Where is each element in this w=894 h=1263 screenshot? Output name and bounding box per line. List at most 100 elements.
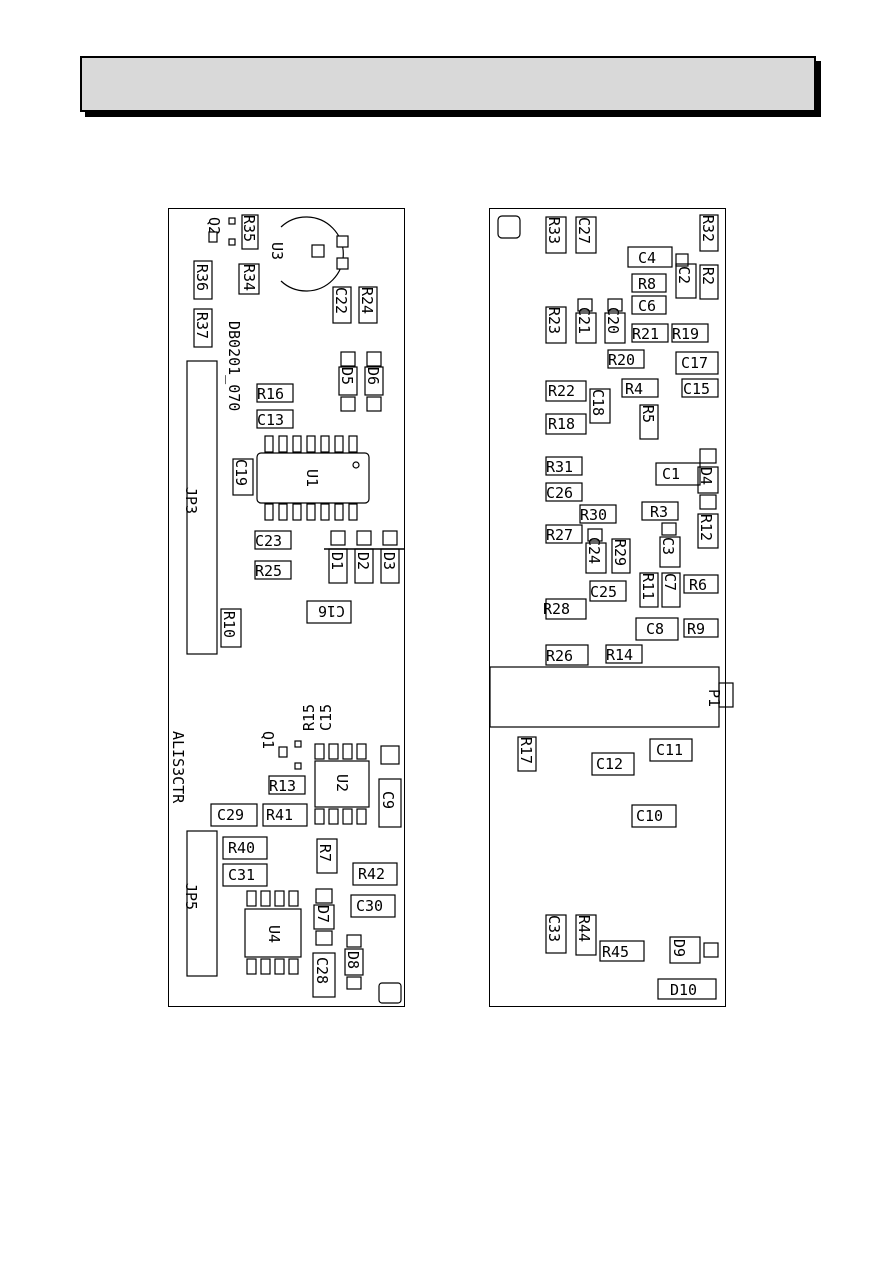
r5-outline xyxy=(639,404,659,440)
r6-outline xyxy=(683,574,719,594)
label-c21: C21 xyxy=(575,307,593,334)
label-r37: R37 xyxy=(193,312,211,339)
label-r16: R16 xyxy=(257,385,284,403)
d6-pad xyxy=(366,351,382,367)
label-c30: C30 xyxy=(356,897,383,915)
r9-outline xyxy=(683,618,719,638)
d8-pad xyxy=(346,976,362,990)
label-d9: D9 xyxy=(670,939,688,957)
label-c9: C9 xyxy=(379,791,397,809)
d5-pad xyxy=(340,396,356,412)
left-board-layout: Q2 R35 U3 R34 R36 R37 C22 R24 DB0201_070… xyxy=(169,214,404,1004)
c10-outline xyxy=(631,804,677,828)
u1-pin1-dot xyxy=(352,461,360,469)
label-d6: D6 xyxy=(364,367,382,385)
r14-outline xyxy=(605,644,643,664)
label-jp5: JP5 xyxy=(182,883,200,910)
label-d5: D5 xyxy=(338,367,356,385)
label-c13: C13 xyxy=(257,411,284,429)
label-c7: C7 xyxy=(661,573,679,591)
u1-pins xyxy=(264,435,358,521)
label-r26: R26 xyxy=(546,647,573,665)
d8-outline xyxy=(344,948,364,976)
u2-pins xyxy=(314,743,367,825)
u2-outline xyxy=(314,760,370,808)
label-r41: R41 xyxy=(266,806,293,824)
r12-outline xyxy=(697,513,719,549)
label-q1: Q1 xyxy=(259,731,277,749)
r8-outline xyxy=(631,273,667,293)
c26-outline xyxy=(545,482,583,502)
c20-pad xyxy=(607,298,623,312)
label-r8: R8 xyxy=(638,275,656,293)
c21-outline xyxy=(575,312,597,344)
corner-mark xyxy=(378,982,402,1004)
q2-pad xyxy=(228,217,236,225)
label-u2: U2 xyxy=(333,774,351,792)
label-r24: R24 xyxy=(358,287,376,314)
r11-outline xyxy=(639,572,659,608)
label-c12: C12 xyxy=(596,755,623,773)
label-c26: C26 xyxy=(546,484,573,502)
c33-outline xyxy=(545,914,567,954)
label-c3: C3 xyxy=(659,537,677,555)
d6-outline xyxy=(364,366,384,396)
d4-pad xyxy=(699,494,717,510)
right-board-outline: R33 C27 R32 C4 C2 R2 R8 C6 R23 C21 C20 R… xyxy=(489,208,734,1007)
u3-pad xyxy=(336,257,349,270)
c11-outline xyxy=(649,738,693,762)
label-d4: D4 xyxy=(697,467,715,485)
r28-outline xyxy=(545,598,587,620)
r25-outline xyxy=(254,560,292,580)
r23-outline xyxy=(545,306,567,344)
label-c15: C15 xyxy=(683,380,710,398)
label-r12: R12 xyxy=(697,514,715,541)
d6-pad xyxy=(366,396,382,412)
label-alis: ALIS3CTR xyxy=(169,731,187,804)
r41-outline xyxy=(262,803,308,827)
label-r25: R25 xyxy=(255,562,282,580)
left-board-outline: Q2 R35 U3 R34 R36 R37 C22 R24 DB0201_070… xyxy=(168,208,405,1007)
label-d1: D1 xyxy=(328,552,346,570)
label-r18: R18 xyxy=(548,415,575,433)
r2-outline xyxy=(699,264,719,300)
r24-outline xyxy=(358,286,378,324)
r22-outline xyxy=(545,380,587,402)
label-r6: R6 xyxy=(689,576,707,594)
d3-pad xyxy=(382,530,398,546)
label-q2: Q2 xyxy=(205,217,223,235)
label-r20: R20 xyxy=(608,351,635,369)
label-c33: C33 xyxy=(545,915,563,942)
label-r36: R36 xyxy=(193,264,211,291)
c2-pad xyxy=(675,253,689,267)
label-r10: R10 xyxy=(220,611,238,638)
label-r35: R35 xyxy=(240,215,258,242)
d8-pad xyxy=(346,934,362,948)
c7-outline xyxy=(661,572,681,608)
label-d7: D7 xyxy=(314,905,332,923)
p1-tab xyxy=(718,682,734,708)
label-db: DB0201_070 xyxy=(225,321,243,411)
label-c29: C29 xyxy=(217,806,244,824)
label-r45: R45 xyxy=(602,943,629,961)
u4-outline xyxy=(244,908,302,958)
label-r2: R2 xyxy=(699,267,717,285)
r7-outline xyxy=(316,838,338,874)
label-d2: D2 xyxy=(354,552,372,570)
label-r40: R40 xyxy=(228,839,255,857)
label-r29: R29 xyxy=(611,539,629,566)
d7-pad xyxy=(315,888,333,904)
u3-pad xyxy=(311,244,325,258)
label-c18: C18 xyxy=(589,389,607,416)
r27-outline xyxy=(545,524,583,544)
r32-outline xyxy=(699,214,719,252)
r34-outline xyxy=(238,263,260,295)
label-r7: R7 xyxy=(316,844,334,862)
r18-outline xyxy=(545,413,587,435)
d2-outline xyxy=(354,548,374,584)
r31-outline xyxy=(545,456,583,476)
label-c23: C23 xyxy=(255,532,282,550)
d3-outline xyxy=(380,548,400,584)
d9-outline xyxy=(669,936,701,964)
d10-outline xyxy=(657,978,717,1000)
